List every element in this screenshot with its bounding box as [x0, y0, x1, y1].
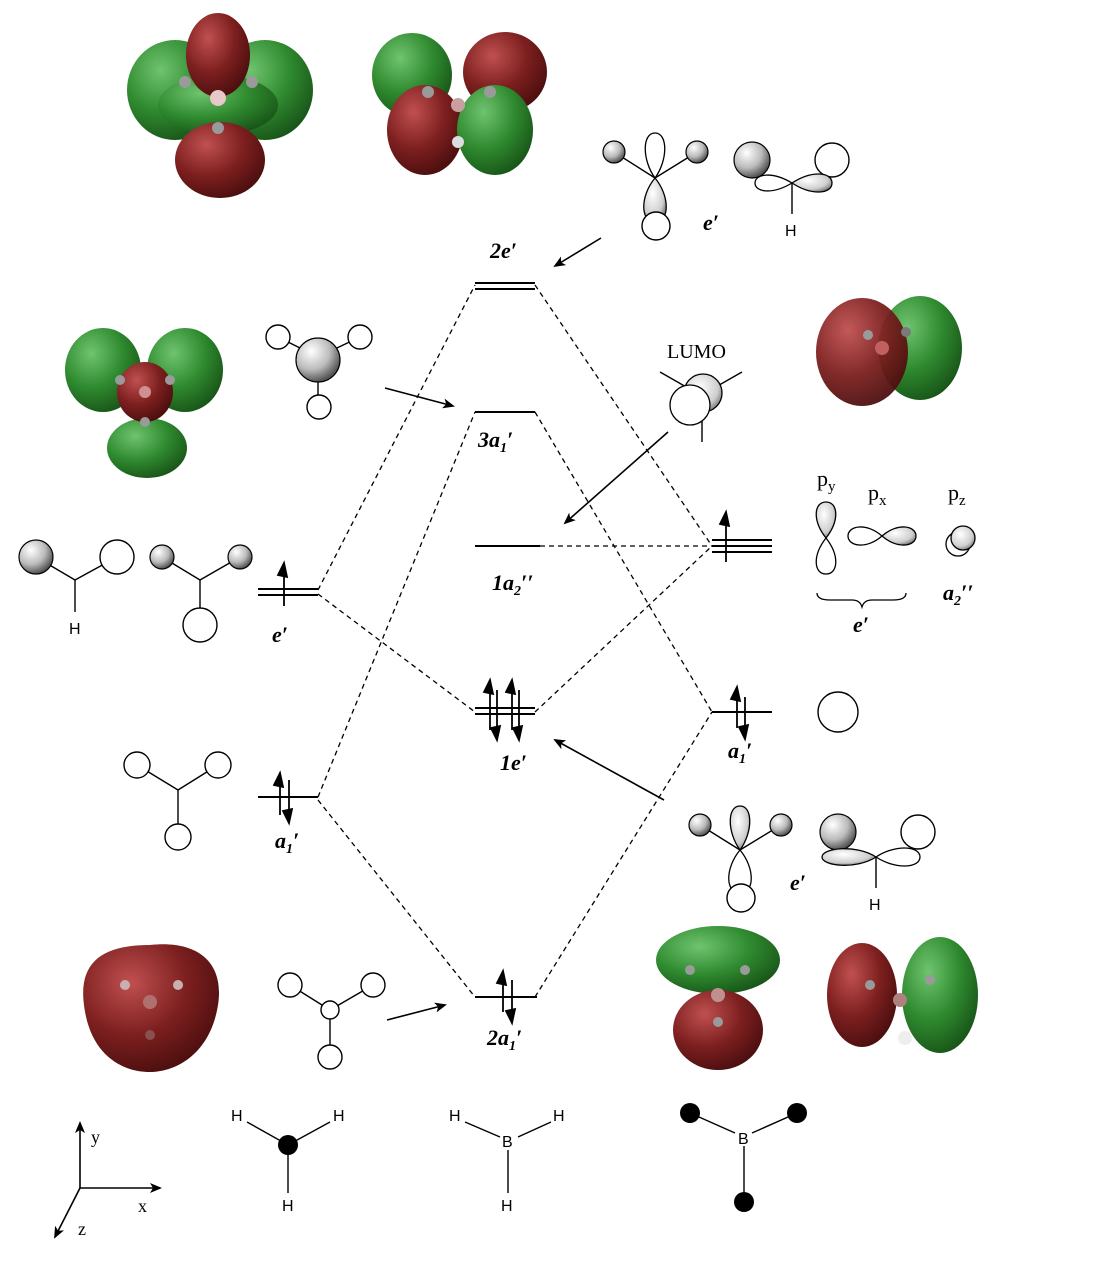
- svg-text:H: H: [282, 1198, 294, 1215]
- sketch-2e-top-1: e′: [602, 132, 719, 241]
- svg-text:2a1′: 2a1′: [486, 1025, 522, 1054]
- sketch-2e-top-2: H: [733, 141, 850, 240]
- orbital-render-2e-1: [127, 13, 313, 198]
- p-orbitals: py px pz e′ a2′′: [815, 466, 976, 637]
- py-label: p: [817, 466, 828, 491]
- level-3a1: 3a1′: [475, 411, 535, 456]
- label-1e: 1e′: [500, 750, 527, 775]
- svg-text:H: H: [869, 897, 881, 914]
- salc-3a1-combo: [265, 324, 373, 420]
- svg-text:H: H: [333, 1108, 345, 1125]
- left-level-a1: a1′: [258, 770, 318, 857]
- svg-text:py: py: [817, 466, 836, 495]
- svg-text:H: H: [501, 1198, 513, 1215]
- orbital-render-3a1: [65, 328, 223, 478]
- svg-text:H: H: [449, 1108, 461, 1125]
- structure-b-dots: B: [680, 1103, 807, 1212]
- svg-text:3a1′: 3a1′: [477, 427, 513, 456]
- svg-text:B: B: [502, 1134, 513, 1151]
- right-label-a2: a: [943, 580, 954, 605]
- svg-text:H: H: [553, 1108, 565, 1125]
- salc-e-left-2: [149, 544, 253, 643]
- axes-icon: y x z: [54, 1121, 162, 1239]
- label-1a2: 1a: [492, 570, 514, 595]
- salc-e-left-1: H: [18, 539, 135, 638]
- svg-text:1a2′′: 1a2′′: [492, 570, 533, 599]
- correlation-lines: [317, 284, 713, 998]
- svg-text:H: H: [785, 223, 797, 240]
- sketch-e-mid-1: e′: [688, 805, 806, 913]
- sketch-e-mid-2: H: [819, 813, 936, 914]
- left-level-e: e′: [258, 560, 318, 647]
- lumo-sketch: LUMO: [659, 341, 743, 442]
- left-label-e: e′: [272, 622, 288, 647]
- salc-2a1-combo: [277, 972, 386, 1070]
- level-1a2: 1a2′′: [475, 545, 540, 599]
- label-3a1: 3a: [477, 427, 500, 452]
- svg-text:a1′: a1′: [275, 828, 299, 857]
- left-label-a1: a: [275, 828, 286, 853]
- label-2e: 2e′: [489, 238, 517, 263]
- salc-a1-left: [123, 751, 232, 851]
- structure-bh3-dot: H H H: [231, 1108, 345, 1215]
- svg-text:a1′: a1′: [728, 738, 752, 767]
- px-label: p: [868, 480, 879, 505]
- right-label-e-mid: e′: [790, 870, 806, 895]
- right-label-a1: a: [728, 738, 739, 763]
- level-2a1: 2a1′: [475, 968, 537, 1054]
- arrows: [384, 237, 669, 1021]
- level-2e: 2e′: [475, 238, 535, 290]
- svg-text:H: H: [69, 621, 81, 638]
- svg-text:2e′: 2e′: [489, 238, 517, 263]
- orbital-render-2a1: [83, 944, 220, 1072]
- axis-x-label: x: [138, 1196, 147, 1216]
- boron-s-orbital: [817, 691, 859, 733]
- svg-text:px: px: [868, 480, 887, 509]
- lumo-label: LUMO: [667, 341, 726, 363]
- label-2a1: 2a: [486, 1025, 509, 1050]
- pz-label: p: [948, 480, 959, 505]
- orbital-render-1e-1: [656, 926, 780, 1070]
- orbital-render-lumo: [816, 296, 962, 406]
- right-level-p: [712, 509, 772, 562]
- axis-y-label: y: [91, 1127, 100, 1147]
- level-1e: 1e′: [475, 677, 535, 775]
- orbital-render-2e-2: [372, 32, 547, 175]
- svg-text:H: H: [231, 1108, 243, 1125]
- orbital-render-1e-2: [827, 937, 978, 1053]
- right-label-e-top: e′: [703, 210, 719, 235]
- right-level-a1: a1′: [712, 684, 859, 767]
- svg-text:1e′: 1e′: [500, 750, 527, 775]
- svg-text:a2′′: a2′′: [943, 580, 973, 609]
- svg-text:pz: pz: [948, 480, 966, 509]
- svg-text:B: B: [738, 1131, 749, 1148]
- axis-z-label: z: [78, 1219, 86, 1239]
- right-label-e-bottom: e′: [853, 612, 869, 637]
- structure-bh3: H B H H: [449, 1108, 565, 1215]
